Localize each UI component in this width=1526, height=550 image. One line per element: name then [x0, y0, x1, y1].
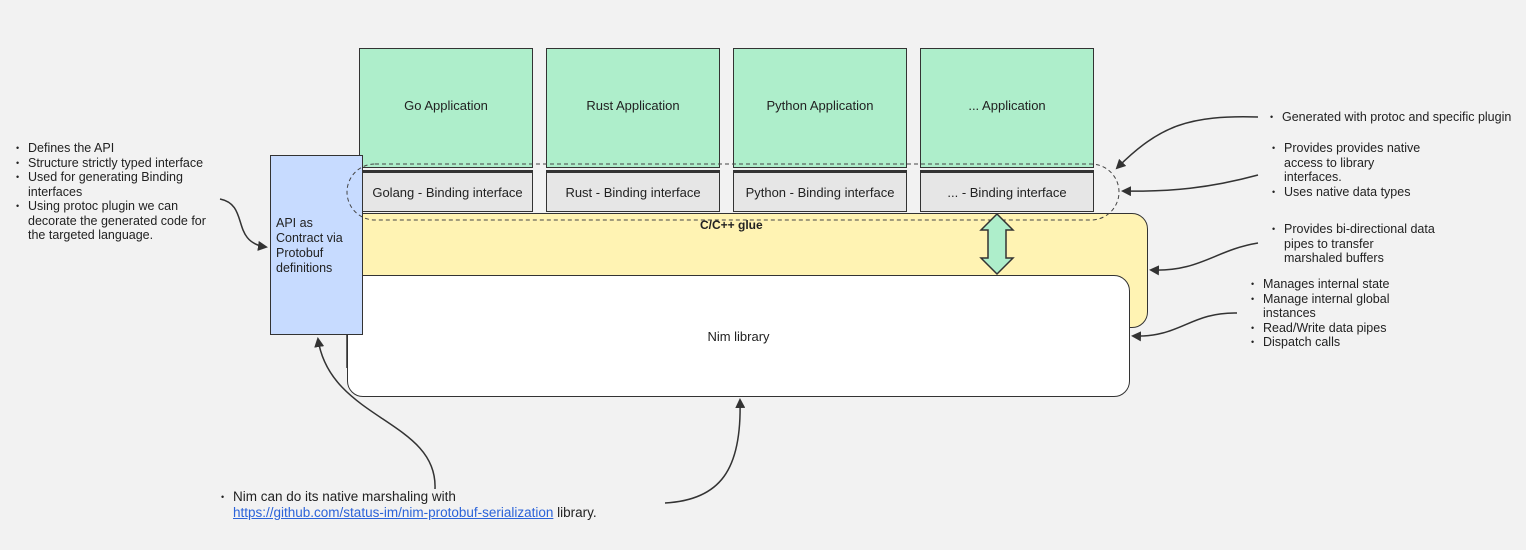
marshaling-text: Nim can do its native marshaling with — [233, 489, 456, 504]
note-item: Using protoc plugin we can decorate the … — [14, 199, 214, 243]
python-binding-box: Python - Binding interface — [733, 170, 907, 212]
other-application-box: ... Application — [920, 48, 1094, 168]
bottom-to-nim-arrow — [664, 398, 746, 504]
binding-label: Python - Binding interface — [745, 184, 895, 200]
app-label: ... Application — [968, 98, 1046, 113]
note-item: Provides provides native access to libra… — [1270, 141, 1435, 185]
bindings-note: Provides provides native access to libra… — [1270, 141, 1435, 199]
nim-arrow — [1131, 312, 1238, 342]
binding-group-outline — [346, 163, 1120, 221]
glue-note: Provides bi-directional data pipes to tr… — [1270, 222, 1435, 266]
nim-library-label: Nim library — [707, 328, 770, 344]
app-label: Go Application — [404, 98, 488, 113]
rust-binding-box: Rust - Binding interface — [546, 170, 720, 212]
app-label: Rust Application — [586, 98, 680, 113]
other-binding-box: ... - Binding interface — [920, 170, 1094, 212]
bottom-note: Nim can do its native marshaling with ht… — [219, 489, 679, 521]
left-notes: Defines the API Structure strictly typed… — [14, 141, 214, 243]
glue-arrow — [1149, 242, 1259, 276]
note-item: Provides bi-directional data pipes to tr… — [1270, 222, 1435, 266]
generated-note: Generated with protoc and specific plugi… — [1268, 110, 1523, 125]
note-item: Structure strictly typed interface — [14, 156, 214, 171]
note-item: Nim can do its native marshaling with ht… — [219, 489, 679, 521]
glue-label: C/C++ glue — [700, 218, 763, 232]
api-contract-label: API as Contract via Protobuf definitions — [276, 216, 343, 275]
nim-library-layer: Nim library — [347, 275, 1130, 397]
python-application-box: Python Application — [733, 48, 907, 168]
marshaling-suffix: library. — [553, 505, 597, 520]
golang-binding-box: Golang - Binding interface — [362, 170, 533, 212]
nim-protobuf-serialization-link[interactable]: https://github.com/status-im/nim-protobu… — [233, 505, 554, 520]
bindings-arrow — [1121, 174, 1259, 197]
note-item: Manage internal global instances — [1249, 292, 1419, 321]
note-item: Defines the API — [14, 141, 214, 156]
nim-note: Manages internal state Manage internal g… — [1249, 277, 1419, 350]
note-item: Read/Write data pipes — [1249, 321, 1419, 336]
app-label: Python Application — [766, 98, 874, 113]
go-application-box: Go Application — [359, 48, 533, 168]
note-item: Uses native data types — [1270, 185, 1435, 200]
left-note-arrow — [219, 198, 268, 251]
binding-label: Golang - Binding interface — [372, 184, 523, 200]
binding-label: Rust - Binding interface — [565, 184, 701, 200]
generated-arrow — [1115, 116, 1259, 170]
bottom-to-api-arrow — [314, 337, 436, 490]
rust-application-box: Rust Application — [546, 48, 720, 168]
note-item: Manages internal state — [1249, 277, 1419, 292]
bidirectional-arrow-icon — [979, 212, 1015, 276]
note-item: Used for generating Binding interfaces — [14, 170, 214, 199]
note-item: Generated with protoc and specific plugi… — [1268, 110, 1523, 125]
api-contract-box: API as Contract via Protobuf definitions — [270, 155, 363, 335]
note-item: Dispatch calls — [1249, 335, 1419, 350]
binding-label: ... - Binding interface — [947, 184, 1067, 200]
